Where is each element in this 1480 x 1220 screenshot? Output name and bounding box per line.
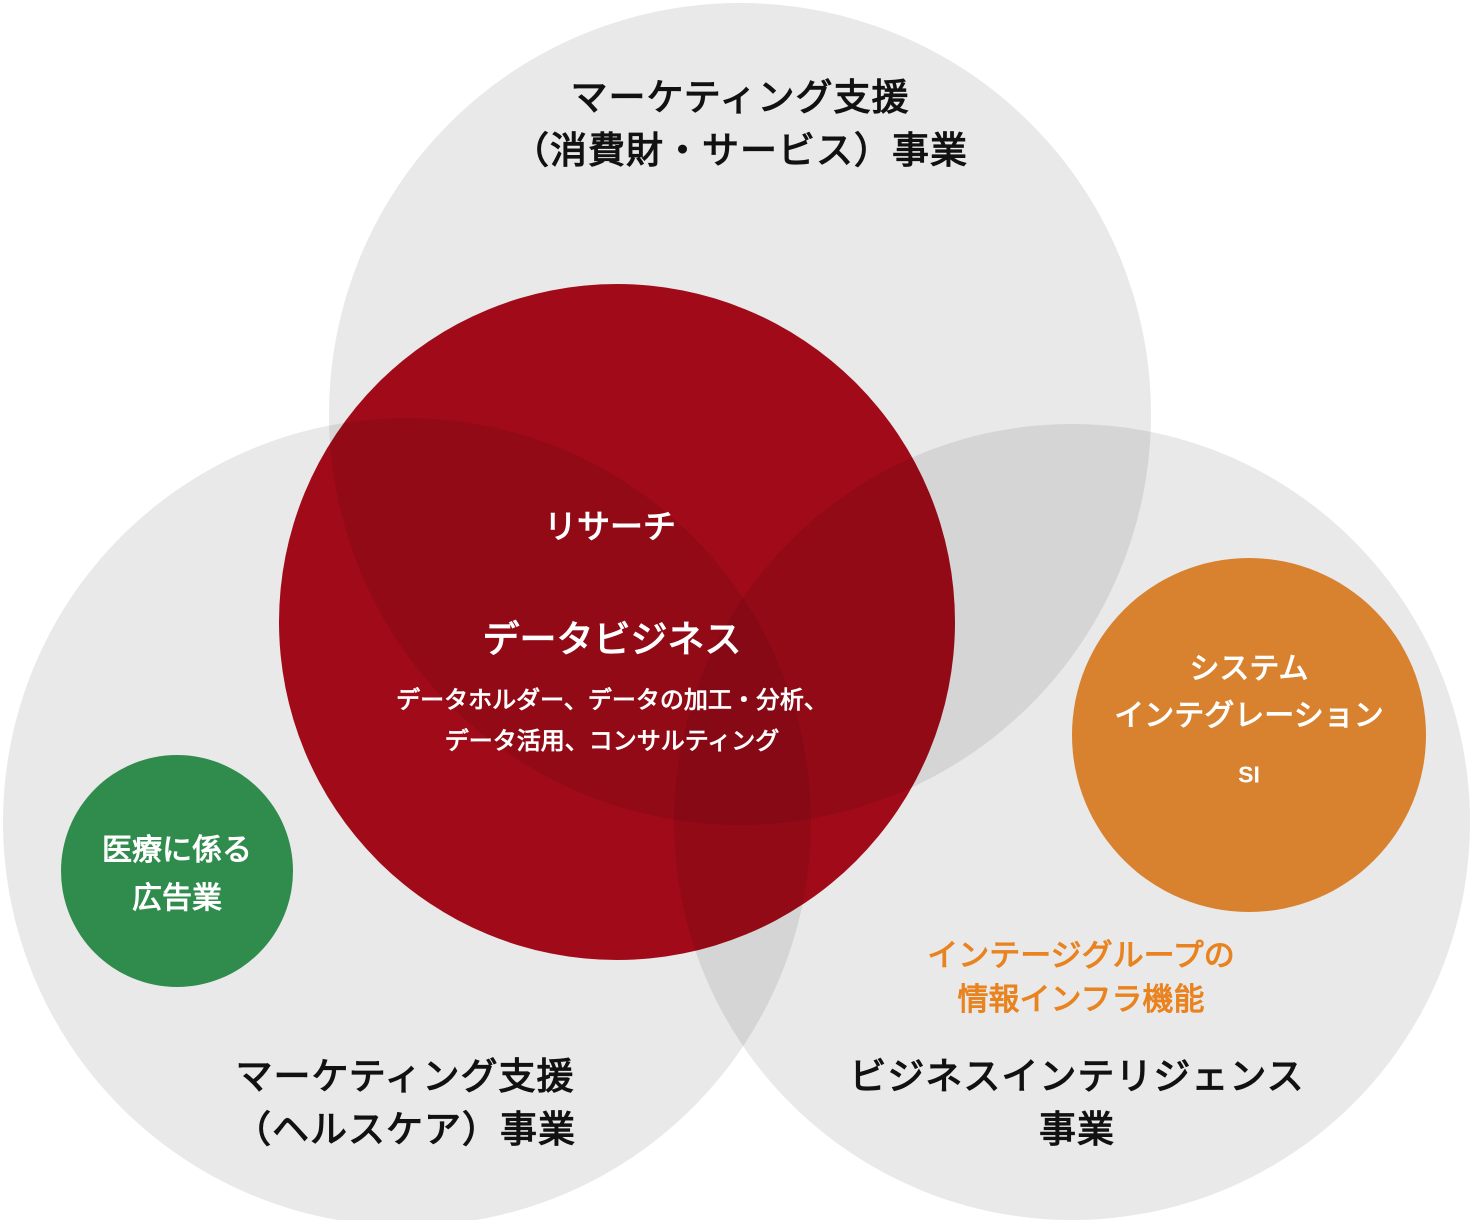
healthcare-business-label-line2: （ヘルスケア）事業	[234, 1109, 576, 1150]
system-integration-label: システム インテグレーション SI	[1114, 646, 1383, 799]
medical-ads-label-line1: 医療に係る	[102, 834, 252, 867]
green-circle	[61, 755, 293, 987]
healthcare-business-label-line1: マーケティング支援	[235, 1056, 575, 1097]
orange-circle	[1072, 558, 1426, 912]
top-circle-label-line1: マーケティング支援	[570, 77, 910, 118]
medical-ads-label-line2: 広告業	[132, 882, 222, 915]
infra-caption: インテージグループの 情報インフラ機能	[927, 934, 1235, 1022]
data-business-description: データホルダー、データの加工・分析、 データ活用、コンサルティング	[396, 680, 828, 762]
data-business-description-line1: データホルダー、データの加工・分析、	[396, 687, 828, 714]
healthcare-business-label: マーケティング支援 （ヘルスケア）事業	[234, 1050, 576, 1156]
bi-business-label: ビジネスインテリジェンス 事業	[849, 1050, 1304, 1156]
bi-business-label-line2: 事業	[1038, 1109, 1115, 1150]
data-business-description-line2: データ活用、コンサルティング	[444, 728, 780, 755]
system-integration-label-line2: インテグレーション	[1114, 699, 1384, 733]
system-integration-label-line3: SI	[1238, 761, 1260, 788]
bi-business-label-line1: ビジネスインテリジェンス	[849, 1056, 1305, 1097]
research-label: リサーチ	[544, 508, 676, 545]
top-circle-label-line2: （消費財・サービス）事業	[512, 130, 968, 171]
infra-caption-line1: インテージグループの	[927, 938, 1235, 973]
center-red-circle	[279, 284, 955, 960]
data-business-label: データビジネス	[482, 619, 742, 660]
medical-ads-label: 医療に係る 広告業	[102, 827, 252, 923]
infra-caption-line2: 情報インフラ機能	[957, 982, 1205, 1017]
system-integration-label-line1: システム	[1189, 652, 1309, 686]
top-circle-label: マーケティング支援 （消費財・サービス）事業	[512, 71, 968, 177]
